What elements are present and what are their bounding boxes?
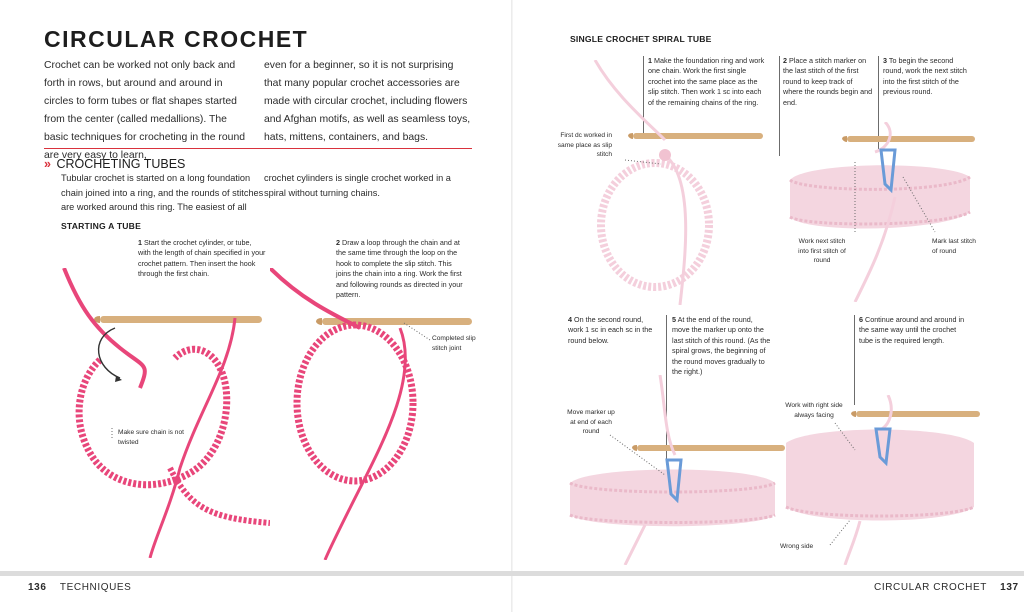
step-number: 2 [336, 238, 340, 247]
subheading-starting-tube: STARTING A TUBE [61, 221, 142, 231]
step-number: 2 [783, 56, 787, 65]
photo-spiral-step4-5 [569, 375, 785, 565]
step-text: Draw a loop through the chain and at the… [336, 238, 463, 300]
section-title: CROCHETING TUBES [56, 157, 186, 171]
photo-spiral-step2-3 [789, 122, 975, 302]
subheading-spiral-tube: SINGLE CROCHET SPIRAL TUBE [570, 34, 712, 44]
crochet-hook-icon [851, 411, 980, 417]
step-number: 4 [568, 315, 572, 324]
step-divider [779, 56, 780, 156]
step-text: Start the crochet cylinder, or tube, wit… [138, 238, 266, 279]
callout-first-dc: First dc worked in same place as slip st… [557, 132, 612, 158]
tubes-text-col1: Tubular crochet is started on a long fou… [61, 173, 264, 212]
crochet-hook-icon [628, 133, 763, 139]
photo-starting-chain [62, 268, 270, 558]
footer-right: CIRCULAR CROCHET 137 [874, 582, 1019, 593]
photo-ring-joined [270, 268, 472, 560]
right-step-5: 5 At the end of the round, move the mark… [672, 315, 772, 377]
photo-spiral-step1 [593, 60, 763, 305]
photo-spiral-step6 [785, 395, 980, 565]
step-text: At the end of the round, move the marker… [672, 315, 771, 377]
crochet-hook-icon [94, 316, 262, 323]
callout-work-next-stitch: Work next stitch into first stitch of ro… [798, 238, 846, 264]
right-step-3: 3 To begin the second round, work the ne… [883, 56, 973, 98]
step-text: On the second round, work 1 sc in each s… [568, 315, 653, 345]
crochet-hook-icon [842, 136, 975, 142]
step-divider [878, 56, 879, 150]
page-number: 137 [1000, 582, 1019, 593]
step-number: 1 [138, 238, 142, 247]
step-number: 1 [648, 56, 652, 65]
callout-slip-stitch-joint: Completed slip stitch joint [432, 335, 476, 352]
right-step-4: 4 On the second round, work 1 sc in each… [568, 315, 660, 346]
step-divider [643, 56, 644, 136]
intro-text-col1: Crochet can be worked not only back and … [44, 60, 246, 161]
callout-wrong-side: Wrong side [780, 543, 814, 550]
footer-rule [0, 571, 1024, 576]
stitch-marker-icon [874, 427, 892, 467]
right-step-6: 6 Continue around and around in the same… [859, 315, 969, 346]
callout-mark-last-stitch: Mark last stitch of round [932, 238, 976, 255]
callout-move-marker: Move marker up at end of each round [567, 409, 615, 435]
right-step-2: 2 Place a stitch marker on the last stit… [783, 56, 873, 108]
step-divider [666, 315, 667, 465]
step-divider [854, 315, 855, 405]
step-number: 6 [859, 315, 863, 324]
tubes-text-col2: crochet cylinders is single crochet work… [264, 173, 451, 198]
footer-left: 136 TECHNIQUES [28, 582, 131, 593]
intro-text-col2: even for a beginner, so it is not surpri… [264, 60, 471, 143]
left-step-2: 2 Draw a loop through the chain and at t… [336, 238, 468, 300]
page-number: 136 [28, 582, 47, 593]
right-step-1: 1 Make the foundation ring and work one … [648, 56, 768, 108]
stitch-marker-icon [879, 148, 897, 194]
crochet-hook-icon [632, 445, 785, 451]
section-heading: » CROCHETING TUBES [44, 157, 185, 171]
page-title: CIRCULAR CROCHET [44, 26, 309, 52]
spread-gutter [511, 0, 513, 612]
step-number: 5 [672, 315, 676, 324]
section-marker-icon: » [44, 157, 51, 171]
section-divider [44, 148, 472, 149]
running-head: TECHNIQUES [59, 582, 132, 593]
left-step-1: 1 Start the crochet cylinder, or tube, w… [138, 238, 266, 280]
step-text: Continue around and around in the same w… [859, 315, 965, 345]
step-text: To begin the second round, work the next… [883, 56, 967, 97]
stitch-marker-icon [665, 458, 683, 504]
callout-chain-not-twisted: Make sure chain is not twisted [118, 429, 184, 446]
callout-right-side-facing: Work with right side always facing [785, 402, 843, 419]
running-head: CIRCULAR CROCHET [874, 582, 987, 593]
step-number: 3 [883, 56, 887, 65]
step-text: Make the foundation ring and work one ch… [648, 56, 765, 107]
step-text: Place a stitch marker on the last stitch… [783, 56, 873, 107]
